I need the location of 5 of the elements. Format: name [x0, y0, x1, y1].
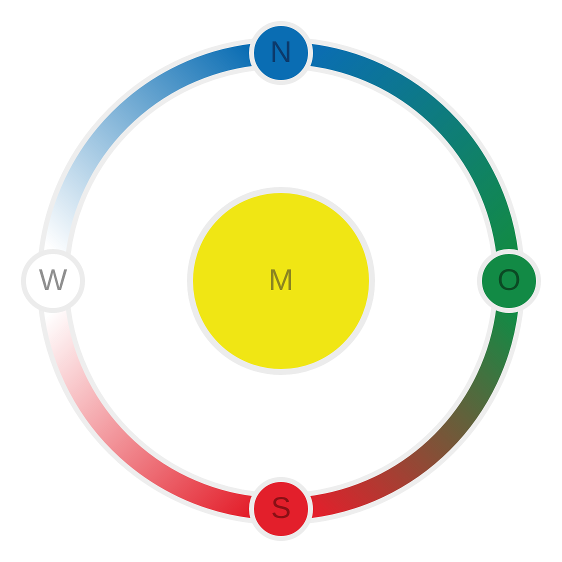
center-circle: M [187, 187, 375, 375]
compass-point-circle: N [249, 21, 313, 85]
compass-point-circle: S [249, 477, 313, 541]
compass-point-circle: W [21, 249, 85, 313]
compass-point-circle: O [477, 249, 541, 313]
